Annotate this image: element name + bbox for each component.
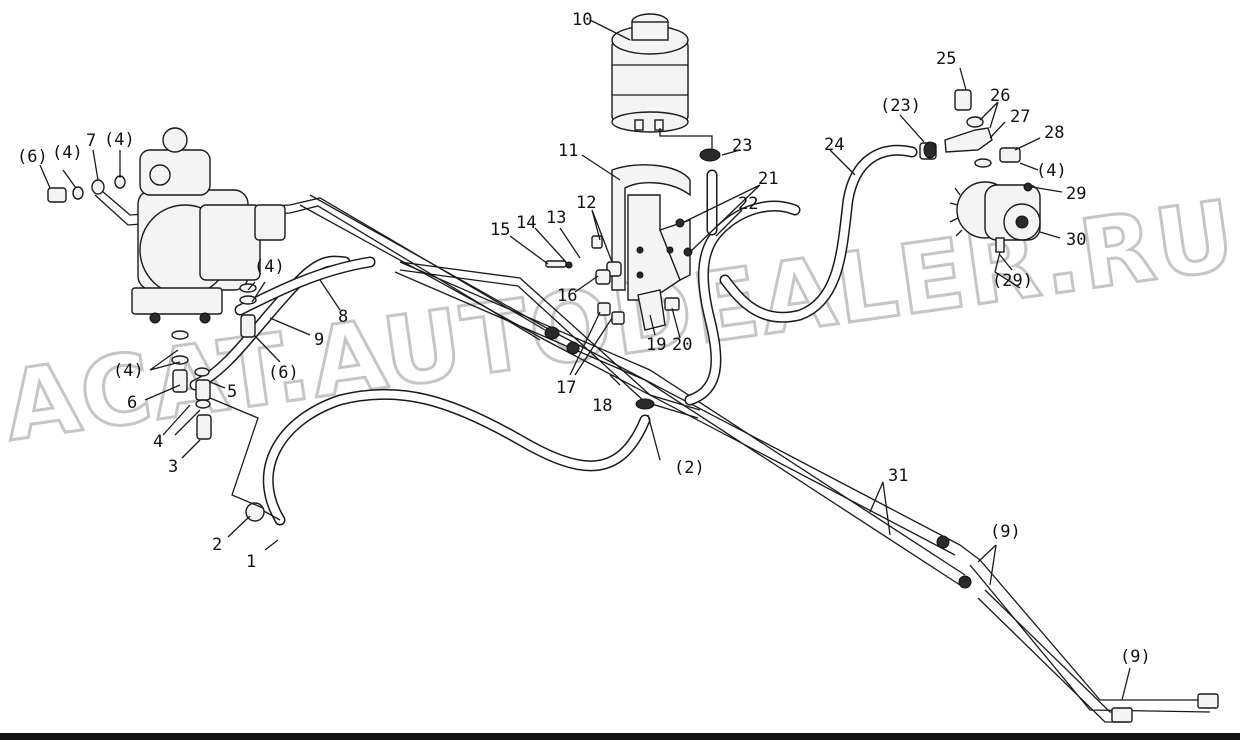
callout-20: 20	[672, 335, 692, 355]
callout-30: 30	[1066, 230, 1086, 250]
callout-29-ref: (29)	[992, 271, 1033, 291]
callout-10: 10	[572, 10, 592, 30]
callout-12: 12	[576, 193, 596, 213]
callout-13: 13	[546, 208, 566, 228]
callout-17: 17	[556, 378, 576, 398]
callout-14: 14	[516, 213, 536, 233]
bracket-11	[611, 164, 691, 331]
callout-26: 26	[990, 86, 1010, 106]
callout-23: 23	[732, 136, 752, 156]
fittings-upper-right	[923, 89, 1033, 192]
callout-4-ref-e: (4)	[1036, 161, 1067, 181]
callout-25: 25	[936, 49, 956, 69]
hose-22	[684, 169, 801, 406]
bottom-border	[0, 733, 1240, 740]
plug-6	[47, 175, 126, 203]
pump-30	[949, 181, 1041, 289]
callout-2: 2	[212, 535, 222, 555]
callout-24: 24	[824, 135, 844, 155]
callout-5: 5	[227, 382, 237, 402]
callout-4-ref-b: (4)	[254, 257, 285, 277]
callout-11: 11	[558, 141, 578, 161]
callout-22: 22	[738, 194, 758, 214]
callout-4-ref-c: (4)	[52, 143, 83, 163]
callout-4-ref-d: (4)	[104, 130, 135, 150]
callout-4-ref-a: (4)	[113, 361, 144, 381]
hardware-set	[544, 218, 693, 355]
pipe-assembly-31	[299, 194, 1219, 723]
callout-31: 31	[888, 466, 908, 486]
callout-21: 21	[758, 169, 778, 189]
clamp-2	[209, 397, 655, 522]
hose-8-9	[189, 255, 701, 419]
callout-15: 15	[490, 220, 510, 240]
callout-4: 4	[153, 432, 163, 452]
steering-gear-housing	[131, 127, 286, 324]
callout-labels: 1 2 (2) 3 4 (4) (4) (4) (4) (4) 5 6 (6) …	[17, 10, 1151, 667]
callout-7: 7	[86, 131, 96, 151]
callout-3: 3	[168, 457, 178, 477]
callout-1: 1	[246, 552, 256, 572]
callout-9: 9	[314, 330, 324, 350]
callout-16: 16	[557, 286, 577, 306]
leader-lines	[39, 19, 1131, 701]
callout-29: 29	[1066, 184, 1086, 204]
pipe-7	[94, 184, 546, 341]
callout-9-ref-b: (9)	[1120, 647, 1151, 667]
callout-27: 27	[1010, 107, 1030, 127]
callout-6-ref-a: (6)	[268, 363, 299, 383]
callout-18: 18	[592, 396, 612, 416]
hose-1	[261, 388, 651, 526]
callout-19: 19	[646, 335, 666, 355]
callout-6-ref-b: (6)	[17, 147, 48, 167]
reservoir-10	[611, 13, 721, 162]
callout-8: 8	[338, 307, 348, 327]
fittings-stack-left	[171, 283, 257, 440]
callout-2-ref: (2)	[674, 458, 705, 478]
callout-6: 6	[127, 393, 137, 413]
callout-23-ref: (23)	[880, 96, 921, 116]
callout-28: 28	[1044, 123, 1064, 143]
callout-9-ref-a: (9)	[990, 522, 1021, 542]
